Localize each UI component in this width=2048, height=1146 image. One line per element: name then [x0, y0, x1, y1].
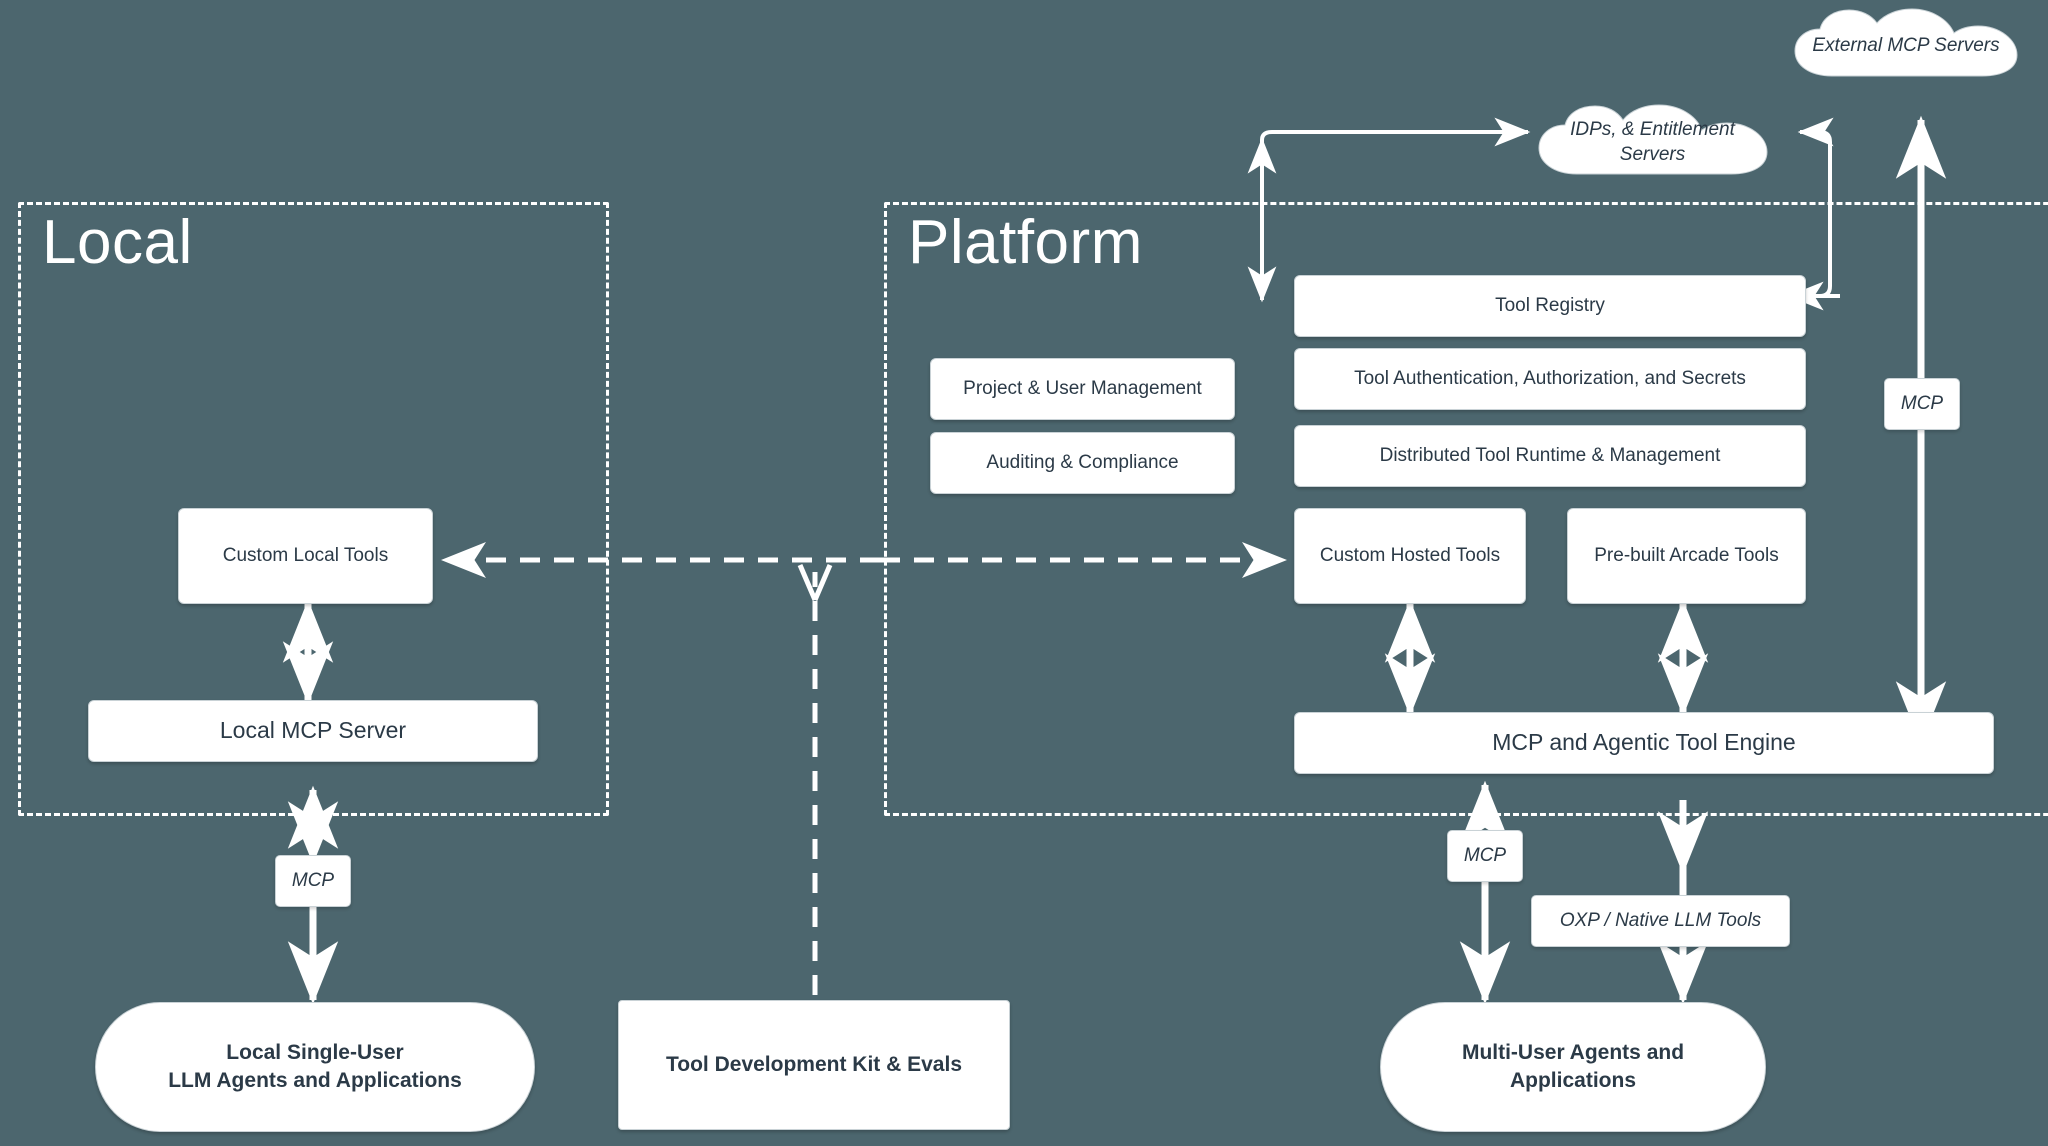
tag-mcp-local: MCP — [275, 855, 351, 907]
zone-local — [18, 202, 609, 816]
tag-mcp-platform: MCP — [1447, 830, 1523, 882]
cloud-shape-icon — [1538, 104, 1768, 175]
box-custom-local-tools[interactable]: Custom Local Tools — [178, 508, 433, 604]
tag-mcp-external: MCP — [1884, 378, 1960, 430]
cloud-idps-label: IDPs, & Entitlement Servers — [1570, 119, 1735, 165]
zone-platform — [884, 202, 2048, 816]
box-prebuilt-arcade-tools[interactable]: Pre-built Arcade Tools — [1567, 508, 1806, 604]
consumer-local-agents-line2: LLM Agents and Applications — [168, 1069, 462, 1092]
consumer-multi-user-agents-line1: Multi-User Agents and — [1461, 1040, 1685, 1064]
box-distributed-tool-runtime[interactable]: Distributed Tool Runtime & Management — [1294, 425, 1806, 487]
box-tool-registry[interactable]: Tool Registry — [1294, 275, 1806, 337]
box-project-user-management[interactable]: Project & User Management — [930, 358, 1235, 420]
consumer-tool-development-kit[interactable]: Tool Development Kit & Evals — [618, 1000, 1010, 1130]
tag-oxp-native-llm-tools: OXP / Native LLM Tools — [1531, 895, 1790, 947]
zone-local-title: Local — [42, 208, 193, 277]
box-auditing-compliance[interactable]: Auditing & Compliance — [930, 432, 1235, 494]
cloud-external-mcp-label: External MCP Servers — [1812, 34, 2000, 56]
zone-platform-title: Platform — [908, 208, 1143, 277]
box-tool-authentication[interactable]: Tool Authentication, Authorization, and … — [1294, 348, 1806, 410]
cloud-idps: IDPs, & Entitlement Servers — [1525, 104, 1780, 182]
cloud-external-mcp: External MCP Servers — [1782, 8, 2030, 84]
box-custom-hosted-tools[interactable]: Custom Hosted Tools — [1294, 508, 1526, 604]
cloud-shape-icon — [1794, 8, 2018, 77]
consumer-local-agents[interactable]: Local Single-User LLM Agents and Applica… — [95, 1002, 535, 1132]
box-mcp-agentic-tool-engine[interactable]: MCP and Agentic Tool Engine — [1294, 712, 1994, 774]
consumer-local-agents-line1: Local Single-User — [226, 1040, 404, 1064]
consumer-multi-user-agents-line2: Applications — [1509, 1069, 1636, 1092]
box-local-mcp-server[interactable]: Local MCP Server — [88, 700, 538, 762]
edge-toolkit-dashed — [797, 564, 833, 995]
consumer-multi-user-agents[interactable]: Multi-User Agents and Applications — [1380, 1002, 1766, 1132]
